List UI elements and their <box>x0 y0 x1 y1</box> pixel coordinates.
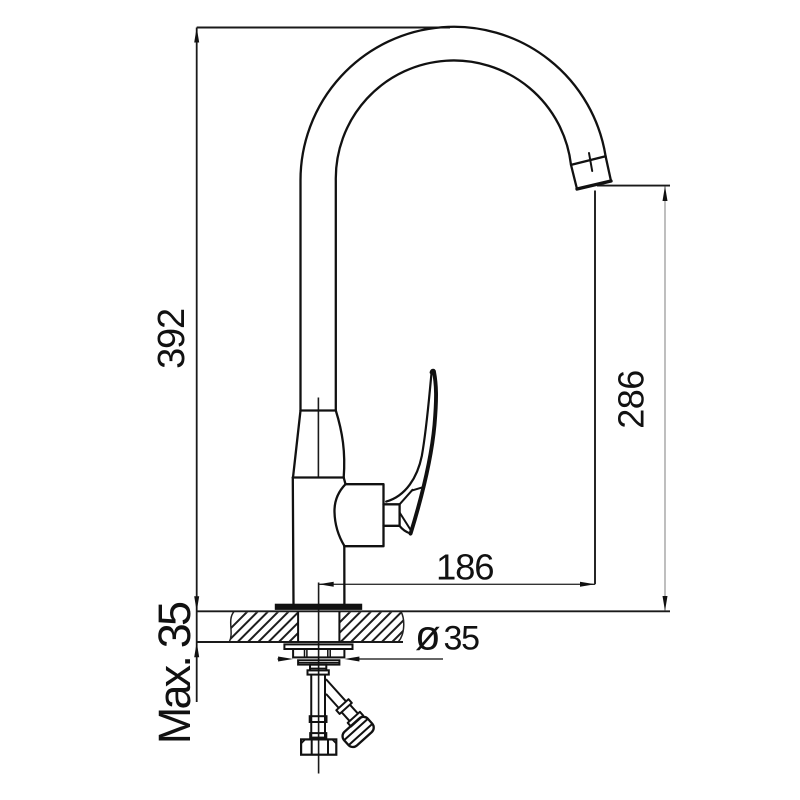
svg-text:286: 286 <box>611 370 652 429</box>
svg-text:Max. 35: Max. 35 <box>149 602 200 744</box>
svg-text:186: 186 <box>436 547 493 588</box>
svg-text:ø35: ø35 <box>415 612 479 659</box>
svg-text:392: 392 <box>151 309 193 369</box>
